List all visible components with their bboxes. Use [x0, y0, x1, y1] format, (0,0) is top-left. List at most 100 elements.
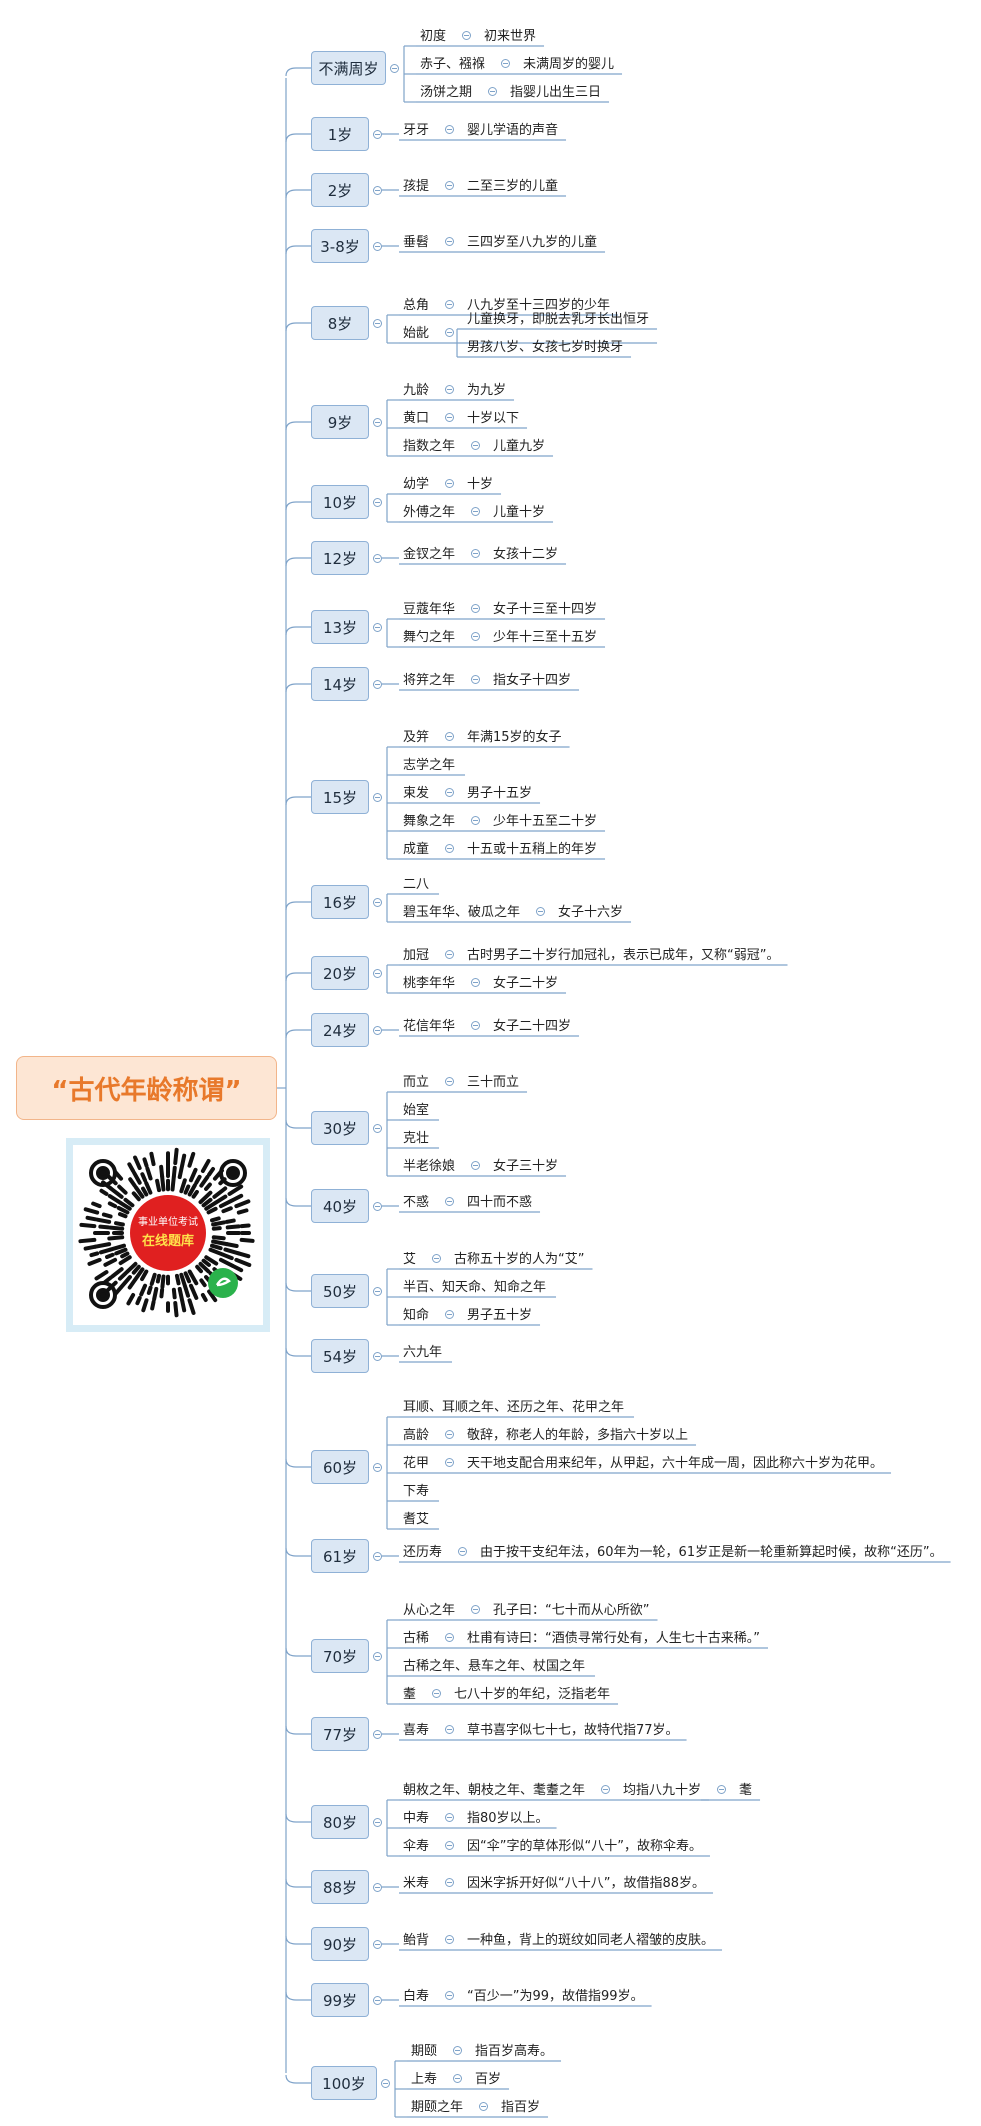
collapse-toggle-icon[interactable] — [471, 549, 481, 558]
collapse-toggle-icon[interactable] — [373, 1463, 382, 1472]
collapse-toggle-icon[interactable] — [373, 898, 382, 907]
term-label[interactable]: 舞象之年 — [403, 814, 456, 829]
collapse-toggle-icon[interactable] — [471, 1021, 481, 1030]
age-node[interactable]: 100岁 — [311, 2066, 377, 2100]
term-label[interactable]: 总角 — [403, 298, 430, 313]
term-label[interactable]: 不惑 — [403, 1195, 430, 1210]
age-node[interactable]: 88岁 — [311, 1870, 369, 1904]
term-label[interactable]: 期颐 — [411, 2044, 438, 2059]
meaning-label[interactable]: 十岁以下 — [467, 411, 520, 426]
collapse-toggle-icon[interactable] — [445, 1197, 455, 1206]
meaning-label[interactable]: 十五或十五稍上的年岁 — [467, 842, 598, 857]
term-label[interactable]: 白寿 — [403, 1989, 430, 2004]
meaning-label[interactable]: 儿童十岁 — [493, 505, 546, 520]
meaning-label[interactable]: 三十而立 — [467, 1075, 520, 1090]
term-label[interactable]: 金钗之年 — [403, 547, 456, 562]
collapse-toggle-icon[interactable] — [373, 418, 382, 427]
age-node[interactable]: 54岁 — [311, 1339, 369, 1373]
term-label[interactable]: 牙牙 — [403, 123, 430, 138]
age-node[interactable]: 2岁 — [311, 173, 369, 207]
meaning-label[interactable]: 十岁 — [467, 477, 494, 492]
age-node[interactable]: 99岁 — [311, 1983, 369, 2017]
term-label[interactable]: 上寿 — [411, 2072, 438, 2087]
collapse-toggle-icon[interactable] — [373, 1026, 382, 1035]
term-label[interactable]: 九龄 — [403, 383, 430, 398]
collapse-toggle-icon[interactable] — [373, 793, 382, 802]
age-node[interactable]: 90岁 — [311, 1927, 369, 1961]
collapse-toggle-icon[interactable] — [471, 1161, 481, 1170]
collapse-toggle-icon[interactable] — [445, 950, 455, 959]
meaning-label[interactable]: 婴儿学语的声音 — [467, 123, 559, 138]
meaning-label[interactable]: 男子十五岁 — [467, 786, 533, 801]
term-label[interactable]: 从心之年 — [403, 1603, 456, 1618]
collapse-toggle-icon[interactable] — [373, 1202, 382, 1211]
meaning-label[interactable]: 女子二十四岁 — [493, 1019, 572, 1034]
meaning-label[interactable]: 一种鱼，背上的斑纹如同老人褶皱的皮肤。 — [467, 1933, 715, 1948]
term-label[interactable]: 将笄之年 — [403, 673, 456, 688]
age-node[interactable]: 24岁 — [311, 1013, 369, 1047]
collapse-toggle-icon[interactable] — [717, 1785, 727, 1794]
term-label[interactable]: 半百、知天命、知命之年 — [403, 1280, 547, 1295]
collapse-toggle-icon[interactable] — [381, 2079, 390, 2088]
age-node[interactable]: 15岁 — [311, 780, 369, 814]
collapse-toggle-icon[interactable] — [390, 64, 399, 73]
meaning-label[interactable]: 指80岁以上。 — [467, 1811, 549, 1826]
collapse-toggle-icon[interactable] — [373, 130, 382, 139]
term-label[interactable]: 汤饼之期 — [420, 85, 473, 100]
term-label[interactable]: 赤子、襁褓 — [420, 57, 486, 72]
term-label[interactable]: 外傅之年 — [403, 505, 456, 520]
collapse-toggle-icon[interactable] — [488, 87, 498, 96]
term-label[interactable]: 耋 — [403, 1687, 417, 1702]
age-node[interactable]: 70岁 — [311, 1639, 369, 1673]
meaning-label[interactable]: 杜甫有诗曰：“酒债寻常行处有，人生七十古来稀。” — [467, 1631, 760, 1646]
collapse-toggle-icon[interactable] — [471, 978, 481, 987]
collapse-toggle-icon[interactable] — [445, 385, 455, 394]
meaning-label[interactable]: 指百岁 — [501, 2100, 541, 2115]
collapse-toggle-icon[interactable] — [373, 1996, 382, 2005]
collapse-toggle-icon[interactable] — [373, 1730, 382, 1739]
collapse-toggle-icon[interactable] — [373, 623, 382, 632]
collapse-toggle-icon[interactable] — [501, 59, 511, 68]
collapse-toggle-icon[interactable] — [445, 413, 455, 422]
term-label[interactable]: 初度 — [420, 29, 447, 44]
age-node[interactable]: 3-8岁 — [311, 229, 369, 263]
collapse-toggle-icon[interactable] — [462, 31, 472, 40]
term-label[interactable]: 束发 — [403, 786, 430, 801]
term-label[interactable]: 伞寿 — [403, 1839, 430, 1854]
term-label[interactable]: 中寿 — [403, 1811, 430, 1826]
term-label[interactable]: 喜寿 — [403, 1723, 430, 1738]
meaning-label[interactable]: 由于按干支纪年法，60年为一轮，61岁正是新一轮重新算起时候，故称“还历”。 — [480, 1545, 943, 1560]
age-node[interactable]: 14岁 — [311, 667, 369, 701]
term-label[interactable]: 志学之年 — [403, 758, 456, 773]
term-label[interactable]: 耳顺、耳顺之年、还历之年、花甲之年 — [403, 1400, 625, 1415]
meaning-label[interactable]: 儿童九岁 — [493, 439, 546, 454]
meaning-label[interactable]: 百岁 — [475, 2072, 502, 2087]
collapse-toggle-icon[interactable] — [445, 237, 455, 246]
meaning-label[interactable]: 男孩八岁、女孩七岁时换牙 — [467, 340, 624, 355]
meaning-label[interactable]: 未满周岁的婴儿 — [523, 57, 615, 72]
meaning-label[interactable]: 孔子曰：“七十而从心所欲” — [493, 1603, 650, 1618]
collapse-toggle-icon[interactable] — [445, 1935, 455, 1944]
meaning-label[interactable]: 儿童换牙，即脱去乳牙长出恒牙 — [467, 312, 650, 327]
meaning-label[interactable]: 二至三岁的儿童 — [467, 179, 559, 194]
age-node[interactable]: 13岁 — [311, 610, 369, 644]
term-label[interactable]: 始室 — [403, 1103, 430, 1118]
collapse-toggle-icon[interactable] — [445, 125, 455, 134]
term-label[interactable]: 朝枚之年、朝枝之年、耄耋之年 — [403, 1783, 586, 1798]
term-label[interactable]: 桃李年华 — [403, 976, 456, 991]
term-label[interactable]: 半老徐娘 — [403, 1159, 456, 1174]
collapse-toggle-icon[interactable] — [445, 1991, 455, 2000]
age-node[interactable]: 1岁 — [311, 117, 369, 151]
collapse-toggle-icon[interactable] — [373, 186, 382, 195]
meaning-label[interactable]: 古时男子二十岁行加冠礼，表示已成年，又称“弱冠”。 — [467, 948, 780, 963]
collapse-toggle-icon[interactable] — [373, 1818, 382, 1827]
collapse-toggle-icon[interactable] — [373, 1287, 382, 1296]
collapse-toggle-icon[interactable] — [445, 479, 455, 488]
term-label[interactable]: 克壮 — [403, 1131, 430, 1146]
collapse-toggle-icon[interactable] — [445, 1633, 455, 1642]
term-label[interactable]: 米寿 — [403, 1876, 430, 1891]
collapse-toggle-icon[interactable] — [432, 1254, 442, 1263]
meaning-label[interactable]: 天干地支配合用来纪年，从甲起，六十年成一周，因此称六十岁为花甲。 — [467, 1456, 884, 1471]
collapse-toggle-icon[interactable] — [373, 319, 382, 328]
term-label[interactable]: 知命 — [403, 1308, 430, 1323]
